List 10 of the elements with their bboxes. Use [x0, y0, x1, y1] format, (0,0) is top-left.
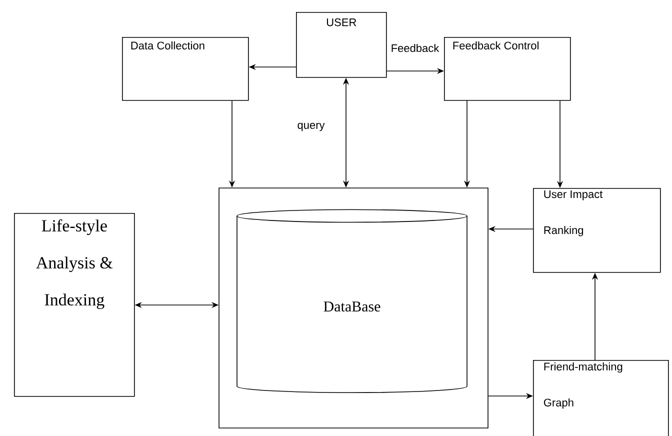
- edge-label: query: [296, 122, 326, 132]
- process-box: Data Collection: [122, 37, 249, 101]
- process-box: Friend-matching Graph: [533, 360, 669, 436]
- edge-label: Feedback: [390, 42, 440, 54]
- process-box: USER: [296, 12, 387, 78]
- process-box: Life-style Analysis & Indexing: [14, 213, 135, 397]
- process-box: User Impact Ranking: [533, 188, 661, 273]
- database-frame: [218, 188, 488, 428]
- database-cylinder: DataBase: [236, 209, 468, 394]
- process-box: Feedback Control: [444, 37, 571, 101]
